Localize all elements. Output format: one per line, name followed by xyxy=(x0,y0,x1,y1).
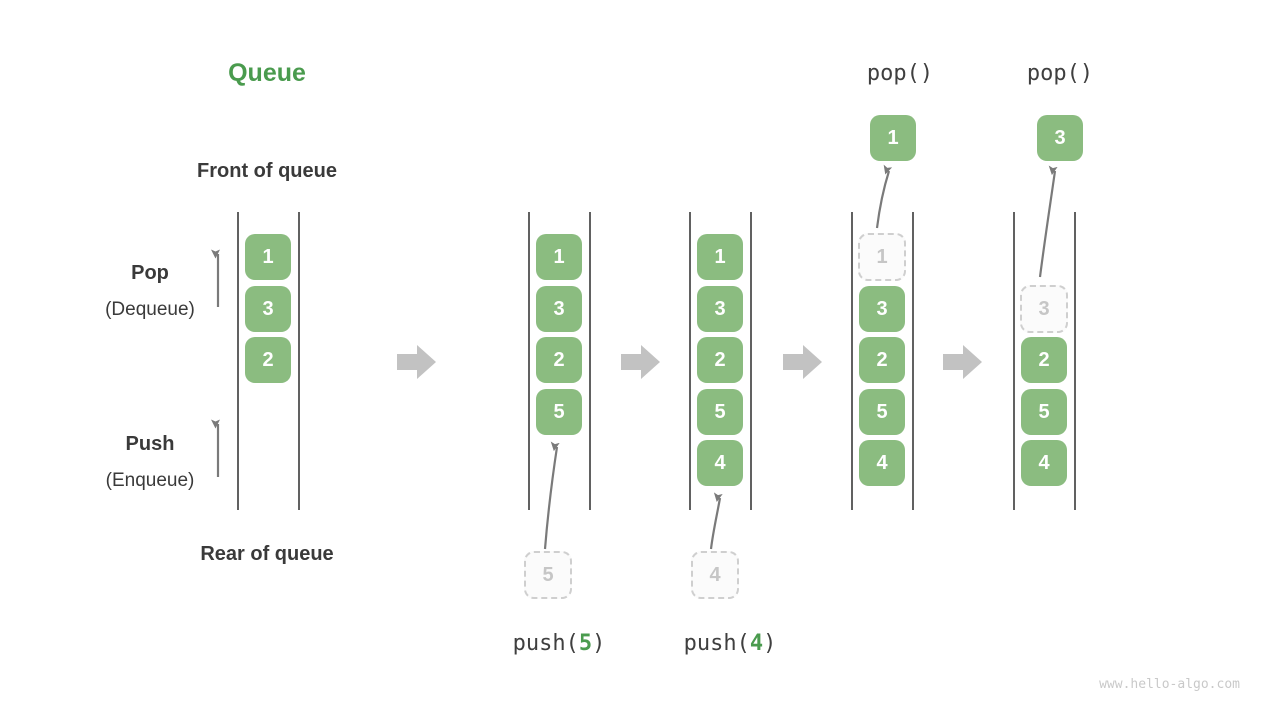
queue-rail-right xyxy=(1074,212,1076,510)
push-call-label-2: push(4) xyxy=(684,631,777,656)
popped-cell: 3 xyxy=(1037,115,1083,161)
queue-cell: 1 xyxy=(245,234,291,280)
queue-cell: 5 xyxy=(697,389,743,435)
queue-cell-removed: 3 xyxy=(1020,285,1068,333)
queue-rail-left xyxy=(689,212,691,510)
pop-call-label-1: pop() xyxy=(866,61,934,86)
dequeue-label: (Dequeue) xyxy=(105,299,195,320)
queue-cell: 5 xyxy=(859,389,905,435)
queue-rail-left xyxy=(528,212,530,510)
incoming-cell: 4 xyxy=(691,551,739,599)
incoming-cell: 5 xyxy=(524,551,572,599)
transition-arrow-1 xyxy=(397,345,436,379)
queue-rail-right xyxy=(750,212,752,510)
popped-cell: 1 xyxy=(870,115,916,161)
queue-cell: 3 xyxy=(697,286,743,332)
push-call-prefix: push( xyxy=(512,631,579,656)
push-call-suffix: ) xyxy=(592,631,606,656)
queue-cell: 3 xyxy=(859,286,905,332)
pop-label: Pop xyxy=(131,262,169,284)
queue-cell: 4 xyxy=(1021,440,1067,486)
rear-of-queue-label: Rear of queue xyxy=(200,543,334,565)
queue-rail-right xyxy=(298,212,300,510)
queue-cell: 1 xyxy=(536,234,582,280)
queue-cell: 4 xyxy=(859,440,905,486)
queue-rail-left xyxy=(851,212,853,510)
push-call-arg: 5 xyxy=(578,631,593,656)
pop-call-label-2: pop() xyxy=(1026,61,1094,86)
push-label: Push xyxy=(125,433,175,455)
queue-rail-left xyxy=(237,212,239,510)
front-of-queue-label: Front of queue xyxy=(197,160,337,182)
push-call-arg: 4 xyxy=(749,631,764,656)
queue-rail-right xyxy=(912,212,914,510)
push-call-suffix: ) xyxy=(763,631,777,656)
transition-arrow-4 xyxy=(943,345,982,379)
transition-arrow-3 xyxy=(783,345,822,379)
queue-cell-removed: 1 xyxy=(858,233,906,281)
queue-cell: 4 xyxy=(697,440,743,486)
queue-cell: 3 xyxy=(536,286,582,332)
diagram-title: Queue xyxy=(228,59,306,87)
queue-cell: 2 xyxy=(859,337,905,383)
queue-rail-right xyxy=(589,212,591,510)
queue-cell: 2 xyxy=(1021,337,1067,383)
queue-cell: 2 xyxy=(536,337,582,383)
queue-cell: 5 xyxy=(1021,389,1067,435)
pop1-arrow xyxy=(875,164,893,229)
transition-arrow-2 xyxy=(621,345,660,379)
push4-arrow xyxy=(709,492,723,550)
enqueue-label: (Enqueue) xyxy=(105,470,195,491)
queue-cell: 2 xyxy=(245,337,291,383)
queue-rail-left xyxy=(1013,212,1015,510)
queue-cell: 3 xyxy=(245,286,291,332)
push5-arrow xyxy=(543,441,560,550)
queue-cell: 5 xyxy=(536,389,582,435)
watermark: www.hello-algo.com xyxy=(1099,677,1240,692)
push-call-prefix: push( xyxy=(683,631,750,656)
queue-cell: 1 xyxy=(697,234,743,280)
pop3-arrow xyxy=(1038,165,1058,278)
queue-cell: 2 xyxy=(697,337,743,383)
push-call-label-1: push(5) xyxy=(513,631,606,656)
